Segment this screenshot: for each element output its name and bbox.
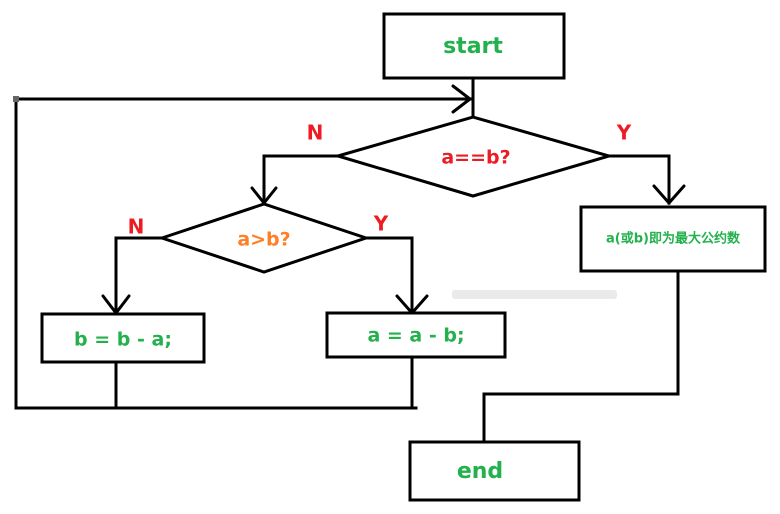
start-label: start	[443, 34, 503, 59]
cond-greater-yes-line	[364, 236, 414, 315]
start-box	[382, 12, 566, 80]
loop-corner-mark	[13, 96, 19, 102]
cond-equal-diamond	[332, 115, 615, 198]
result-to-end-line	[482, 269, 680, 444]
cond-greater-label: a>b?	[237, 229, 290, 251]
assign-b-label: b = b - a;	[74, 329, 172, 351]
cond-equal-label: a==b?	[441, 147, 510, 169]
equal-yes-label: Y	[616, 121, 632, 145]
cond-equal-no-line	[262, 154, 340, 205]
cond-greater-no-line	[114, 236, 164, 315]
scan-smudge	[452, 290, 617, 299]
cond-greater-diamond	[157, 202, 371, 274]
assign-a-label: a = a - b;	[367, 325, 464, 347]
assign-b-box	[40, 312, 206, 364]
assign-a-box	[325, 311, 507, 359]
greater-yes-label: Y	[373, 212, 389, 236]
greater-no-label: N	[128, 215, 145, 239]
end-label: end	[457, 459, 503, 484]
result-box	[579, 205, 767, 273]
equal-no-label: N	[307, 121, 324, 145]
cond-equal-yes-line	[607, 154, 671, 205]
result-label: a(或b)即为最大公约数	[606, 231, 741, 247]
loop-arrowhead	[451, 84, 473, 114]
end-box	[408, 440, 581, 502]
yes-branch-arrowhead	[652, 184, 686, 206]
